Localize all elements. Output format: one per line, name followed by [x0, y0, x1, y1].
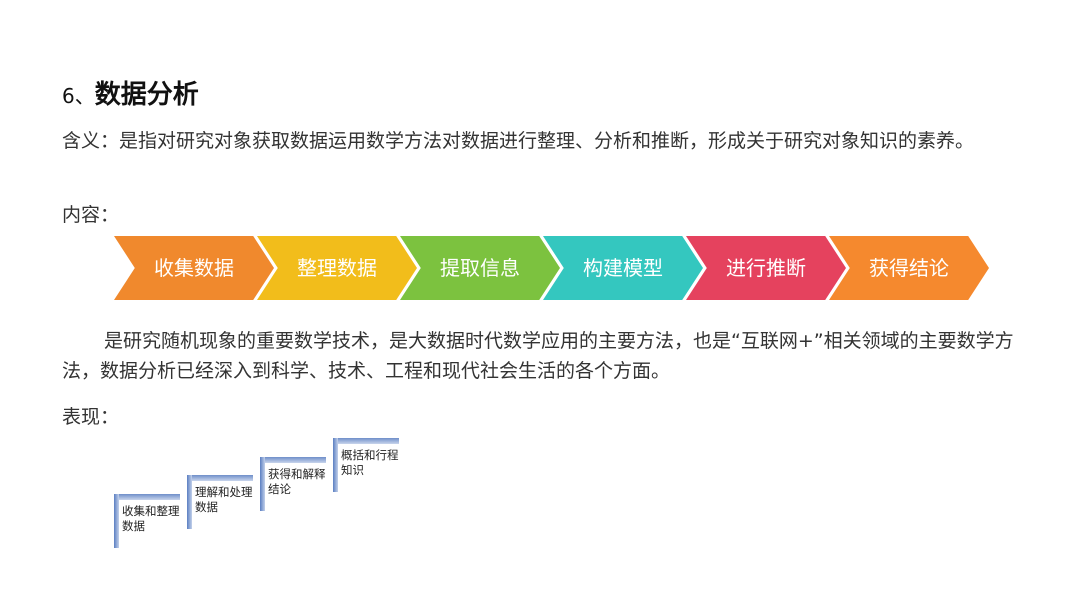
stair-step-2: 理解和处理数据 [183, 475, 253, 529]
process-chevron-flow: 收集数据 整理数据 提取信息 构建模型 进行推断 获得结论 [114, 236, 994, 300]
process-step-label: 获得结论 [869, 256, 949, 280]
content-label: 内容： [62, 204, 120, 226]
process-step-label: 整理数据 [297, 256, 377, 280]
process-step-model: 构建模型 [543, 236, 703, 300]
stair-label: 理解和处理数据 [195, 485, 253, 514]
stair-top-bar [187, 475, 253, 481]
description-paragraph: 是研究随机现象的重要数学技术，是大数据时代数学应用的主要方法，也是“互联网+”相… [62, 326, 1022, 386]
stair-step-3: 获得和解释结论 [256, 457, 326, 511]
section-title: 6、数据分析 [62, 78, 199, 113]
process-step-collect: 收集数据 [114, 236, 274, 300]
process-step-conclude: 获得结论 [829, 236, 989, 300]
meaning-paragraph: 含义：是指对研究对象获取数据运用数学方法对数据进行整理、分析和推断，形成关于研究… [62, 130, 975, 152]
stair-top-bar [260, 457, 326, 463]
stair-label: 收集和整理数据 [122, 504, 180, 533]
stair-top-bar [333, 438, 399, 444]
section-number: 6、 [62, 84, 95, 108]
stair-label: 获得和解释结论 [268, 467, 326, 496]
process-step-extract: 提取信息 [400, 236, 560, 300]
process-step-organize: 整理数据 [257, 236, 417, 300]
stair-left-bar [333, 438, 338, 492]
stair-top-bar [114, 494, 180, 500]
staircase-diagram: 收集和整理数据 理解和处理数据 获得和解释结论 概括和行程知识 [110, 438, 410, 548]
stair-step-1: 收集和整理数据 [110, 494, 180, 548]
process-step-infer: 进行推断 [686, 236, 846, 300]
process-step-label: 提取信息 [440, 256, 520, 280]
process-step-label: 进行推断 [726, 256, 806, 280]
section-title-text: 数据分析 [94, 80, 199, 110]
manifestation-label: 表现： [62, 406, 120, 428]
stair-step-4: 概括和行程知识 [329, 438, 399, 492]
stair-label: 概括和行程知识 [341, 448, 399, 477]
process-step-label: 构建模型 [583, 256, 663, 280]
process-step-label: 收集数据 [154, 256, 234, 280]
stair-left-bar [187, 475, 192, 529]
stair-left-bar [114, 494, 119, 548]
description-text: 是研究随机现象的重要数学技术，是大数据时代数学应用的主要方法，也是“互联网+”相… [62, 330, 1014, 382]
stair-left-bar [260, 457, 265, 511]
